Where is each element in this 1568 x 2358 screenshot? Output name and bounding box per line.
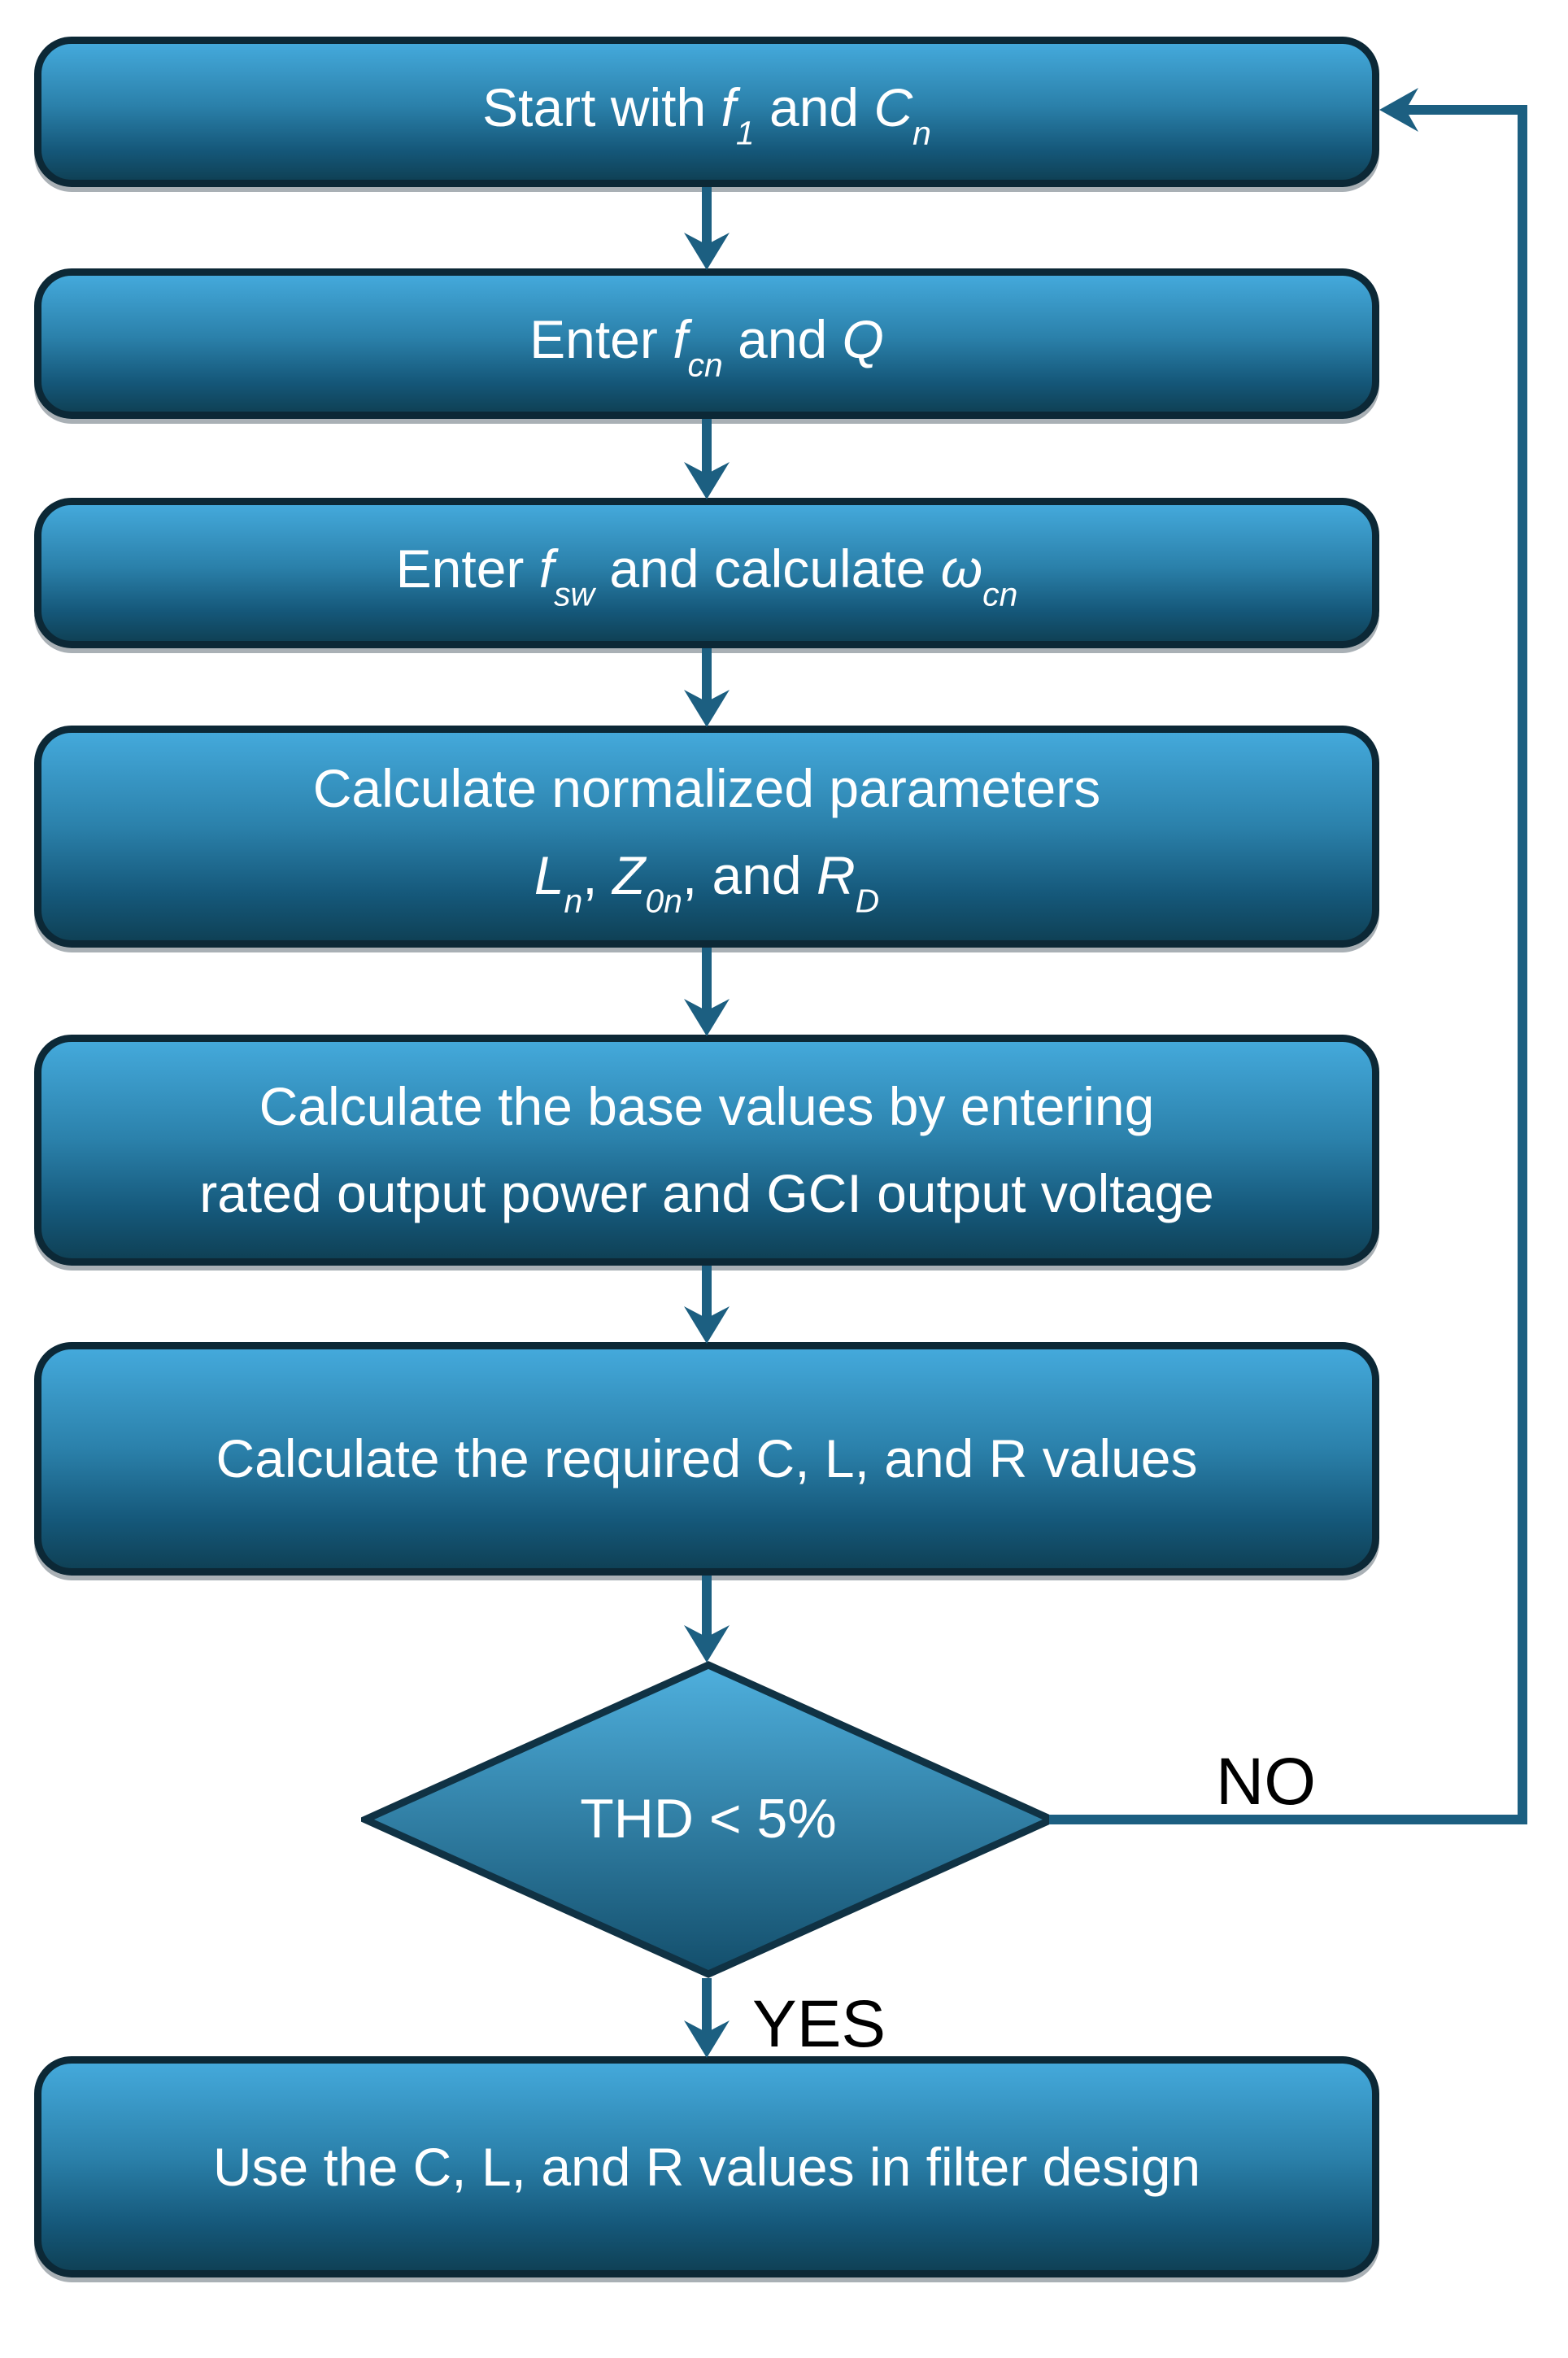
connector-shaft bbox=[702, 1266, 712, 1319]
connector-shaft bbox=[702, 1978, 712, 2033]
decision-diamond-polygon bbox=[356, 1661, 1061, 1978]
node-base-values: Calculate the base values by entering rat… bbox=[34, 1035, 1379, 1266]
label-yes: YES bbox=[752, 1987, 886, 2061]
node-text-line: THD < 5% bbox=[580, 1788, 837, 1850]
feedback-line-vertical bbox=[1518, 105, 1527, 1824]
node-required-clr-values: Calculate the required C, L, and R value… bbox=[34, 1342, 1379, 1576]
connector-shaft bbox=[702, 648, 712, 704]
decision-label: THD < 5% bbox=[361, 1661, 1056, 1978]
node-use-clr-values: Use the C, L, and R values in filter des… bbox=[34, 2056, 1379, 2277]
node-enter-fcn-q: Enter fcn and Q bbox=[34, 268, 1379, 419]
node-text-line: Use the C, L, and R values in filter des… bbox=[212, 2136, 1201, 2197]
feedback-line-bottom bbox=[1049, 1815, 1527, 1824]
node-enter-fsw-calc-wcn: Enter fsw and calculate ωcn bbox=[34, 498, 1379, 648]
label-no: NO bbox=[1216, 1745, 1316, 1819]
decision-diamond-shape bbox=[356, 1661, 1061, 1978]
node-text-line: Enter fcn and Q bbox=[529, 308, 884, 384]
connector-shaft bbox=[702, 419, 712, 476]
feedback-line-top bbox=[1404, 105, 1527, 115]
connector-shaft bbox=[702, 948, 712, 1011]
decision-diamond: THD < 5% bbox=[356, 1661, 1061, 1978]
node-text-line: Enter fsw and calculate ωcn bbox=[395, 538, 1018, 613]
node-text-line: Calculate the required C, L, and R value… bbox=[216, 1428, 1198, 1489]
node-text-line: Ln, Z0n, and RD bbox=[534, 845, 880, 920]
node-text-line: rated output power and GCI output voltag… bbox=[199, 1163, 1214, 1223]
node-start: Start with f1 and Cn bbox=[34, 37, 1379, 187]
connector-shaft bbox=[702, 187, 712, 248]
node-text-line: Calculate normalized parameters bbox=[312, 758, 1101, 819]
connector-shaft bbox=[702, 1576, 712, 1638]
node-text-line: Calculate the base values by entering bbox=[259, 1076, 1155, 1137]
node-text-line: Start with f1 and Cn bbox=[482, 76, 931, 152]
